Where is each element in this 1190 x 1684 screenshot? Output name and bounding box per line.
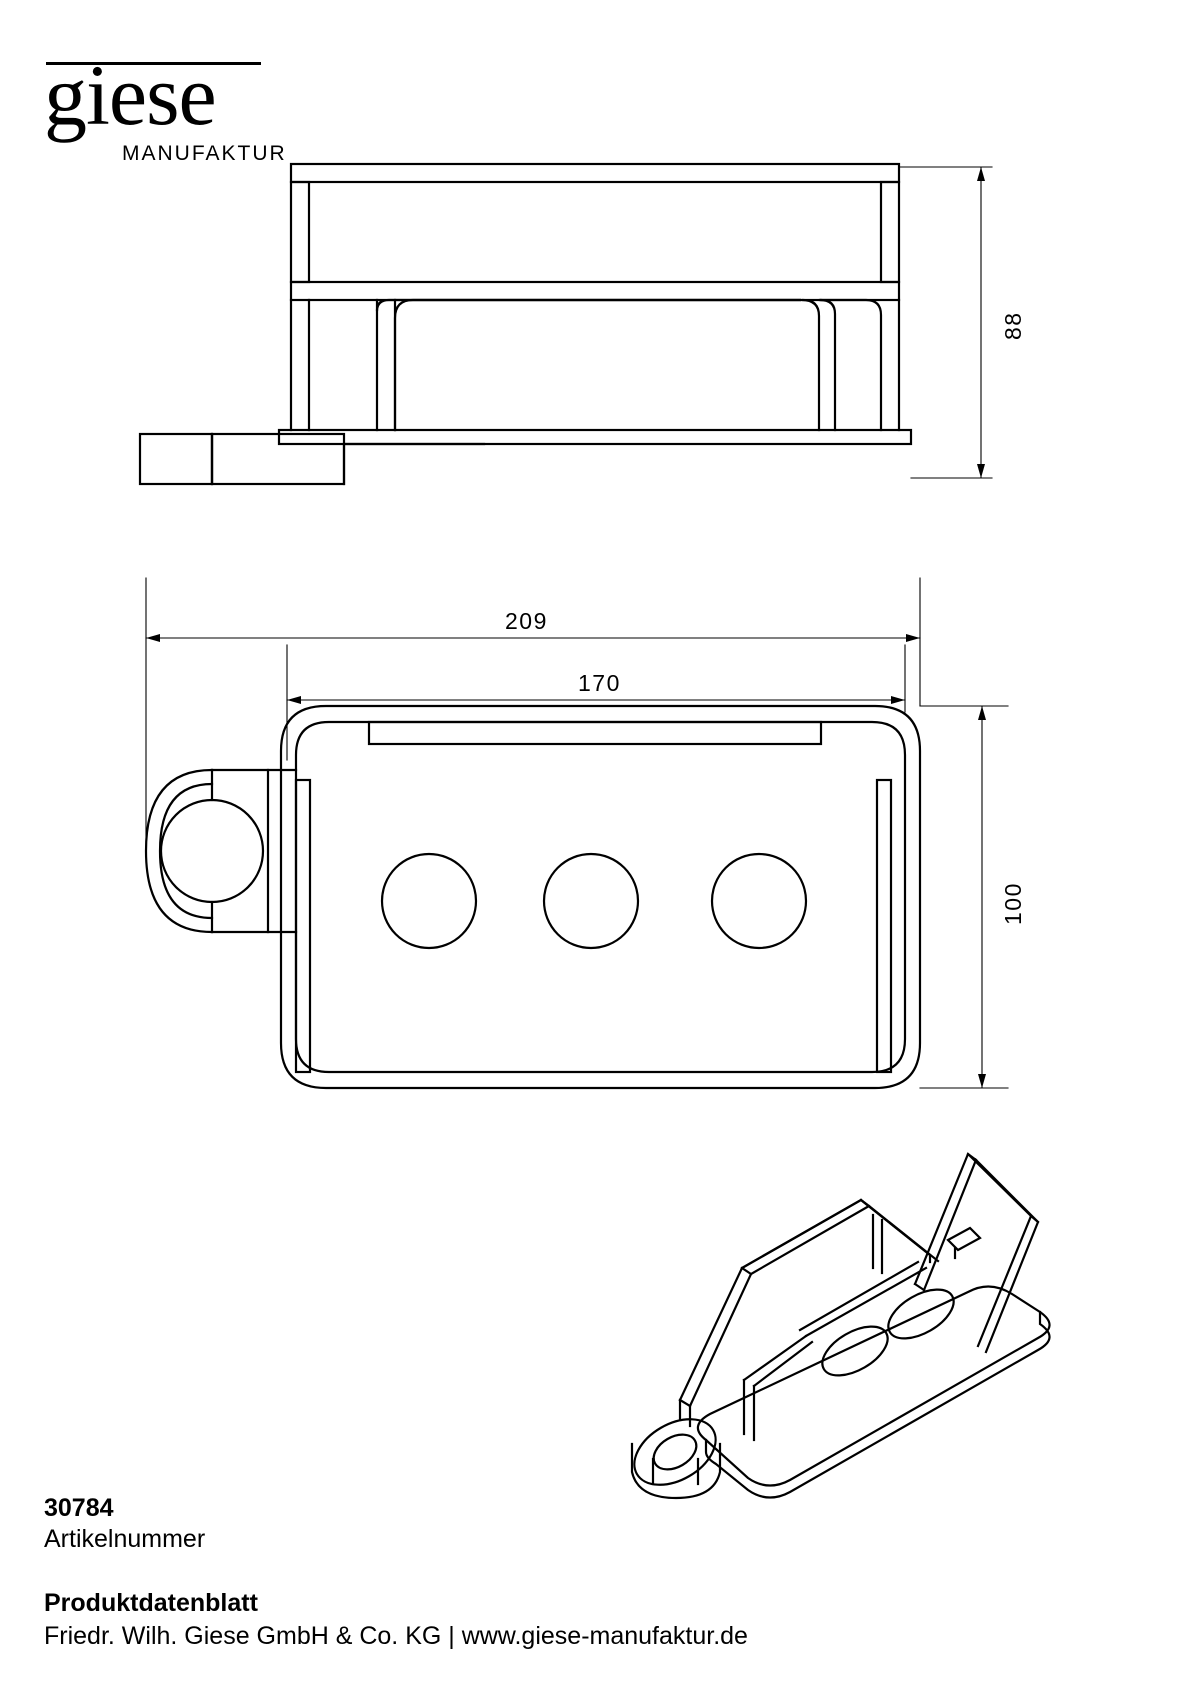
dimension-100 (919, 705, 1009, 1089)
dimension-label-170: 170 (578, 670, 621, 696)
dimension-label-88: 88 (1000, 311, 1026, 340)
view-front-elevation (138, 162, 913, 486)
article-number: 30784 (44, 1494, 114, 1522)
dimension-label-100: 100 (1000, 882, 1026, 925)
logo-rule (46, 62, 261, 65)
logo-tagline: MANUFAKTUR (122, 142, 287, 165)
footer-block: Produktdatenblatt Friedr. Wilh. Giese Gm… (44, 1587, 944, 1653)
article-number-label: Artikelnummer (44, 1525, 206, 1553)
footer-title: Produktdatenblatt (44, 1589, 258, 1617)
article-block: 30784 Artikelnummer (44, 1493, 644, 1555)
giese-logo: giese MANUFAKTUR (44, 42, 304, 165)
view-isometric (630, 1152, 1051, 1500)
logo-wordmark: giese (44, 47, 217, 143)
dimension-209 (145, 577, 921, 847)
view-top-plan (144, 704, 922, 1090)
dimension-label-209: 209 (505, 608, 548, 634)
dimension-170 (286, 644, 906, 761)
dimension-88 (898, 166, 993, 479)
footer-company: Friedr. Wilh. Giese GmbH & Co. KG | www.… (44, 1622, 748, 1650)
